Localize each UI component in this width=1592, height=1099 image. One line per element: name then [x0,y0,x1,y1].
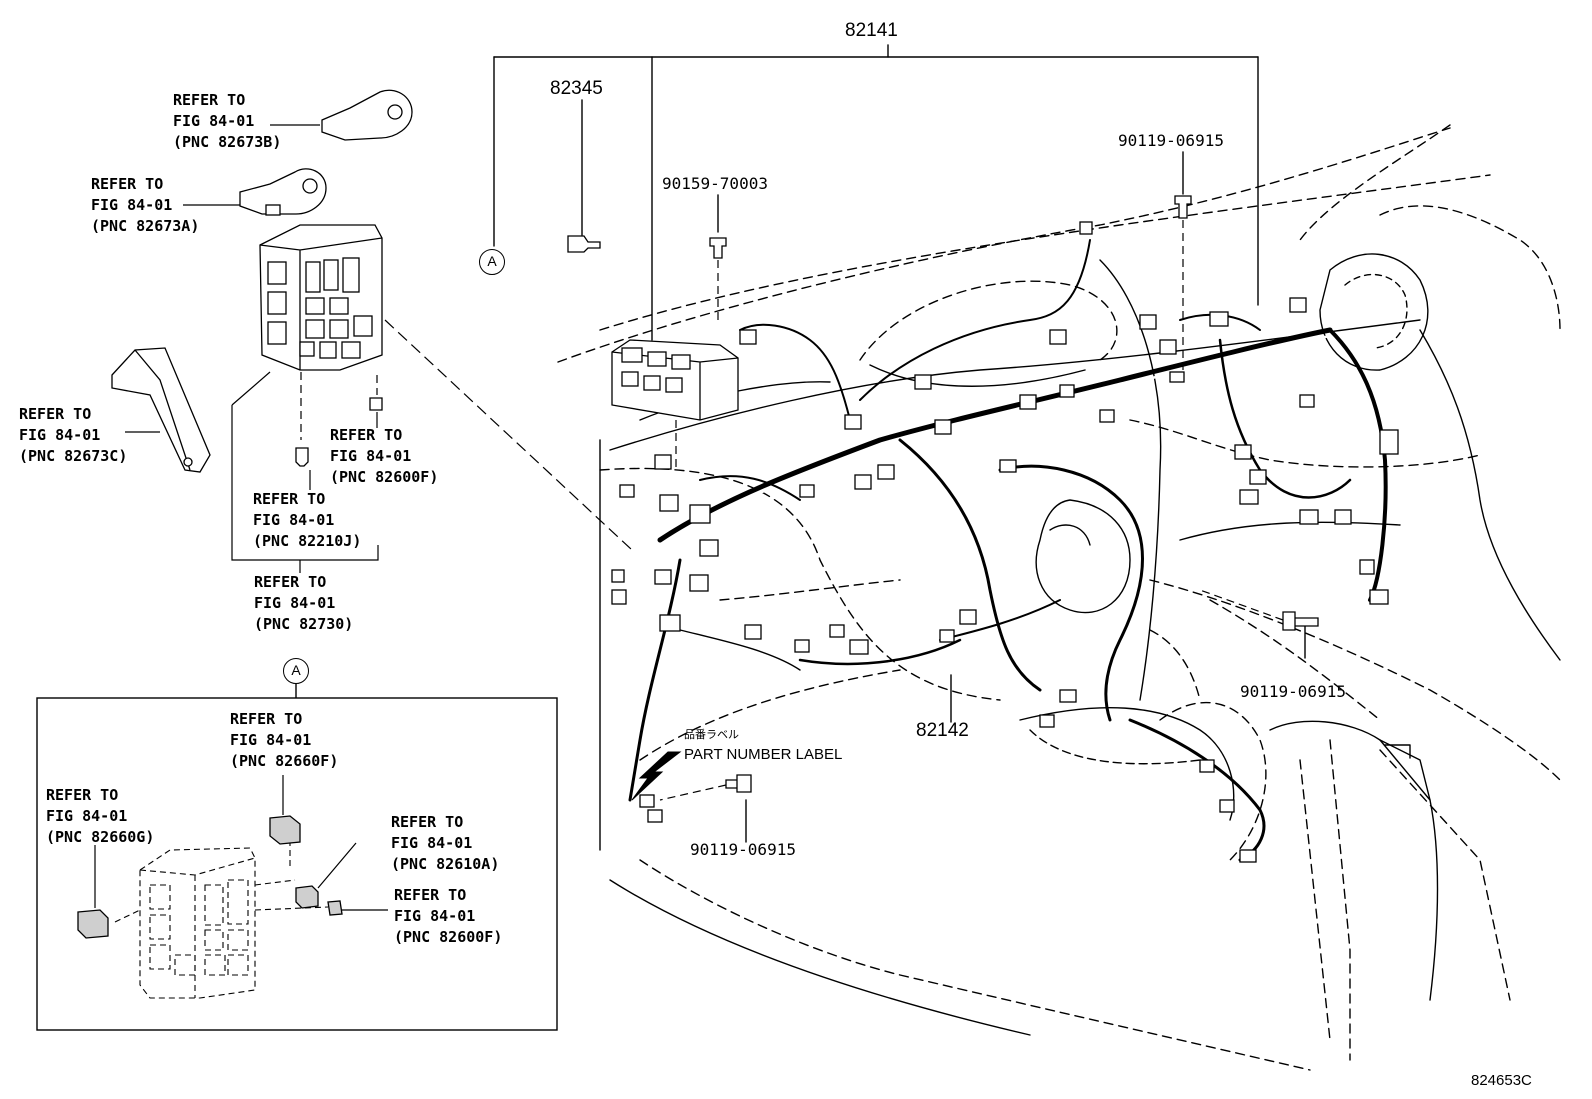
figure-id: 824653C [1471,1072,1532,1089]
bolt-number-bottom: 90119-06915 [690,840,796,859]
refer-label-82660f: REFER TO FIG 84-01 (PNC 82660F) [230,710,339,770]
part-number-label-en: PART NUMBER LABEL [684,746,843,763]
refer-label-82600f-bottom: REFER TO FIG 84-01 (PNC 82600F) [394,886,503,946]
refer-label-82210j: REFER TO FIG 84-01 (PNC 82210J) [253,490,362,550]
callout-a-main: A [479,249,505,275]
part-number-82141: 82141 [845,20,898,41]
callout-a-box: A [283,658,309,684]
refer-label-82673c: REFER TO FIG 84-01 (PNC 82673C) [19,405,128,465]
bolt-number-right: 90119-06915 [1240,682,1346,701]
refer-label-82600f-top: REFER TO FIG 84-01 (PNC 82600F) [330,426,439,486]
part-number-82345: 82345 [550,78,603,99]
part-number-82142: 82142 [916,720,969,741]
bolt-number-top-right: 90119-06915 [1118,131,1224,150]
refer-label-82730: REFER TO FIG 84-01 (PNC 82730) [254,573,354,633]
part-number-label-jp: 品番ラベル [684,728,739,741]
refer-label-82673b: REFER TO FIG 84-01 (PNC 82673B) [173,91,282,151]
part-label-arrow [631,751,682,801]
refer-label-82673a: REFER TO FIG 84-01 (PNC 82673A) [91,175,200,235]
refer-label-82610a: REFER TO FIG 84-01 (PNC 82610A) [391,813,500,873]
refer-label-82660g: REFER TO FIG 84-01 (PNC 82660G) [46,786,155,846]
bolt-number-90159-70003: 90159-70003 [662,174,768,193]
